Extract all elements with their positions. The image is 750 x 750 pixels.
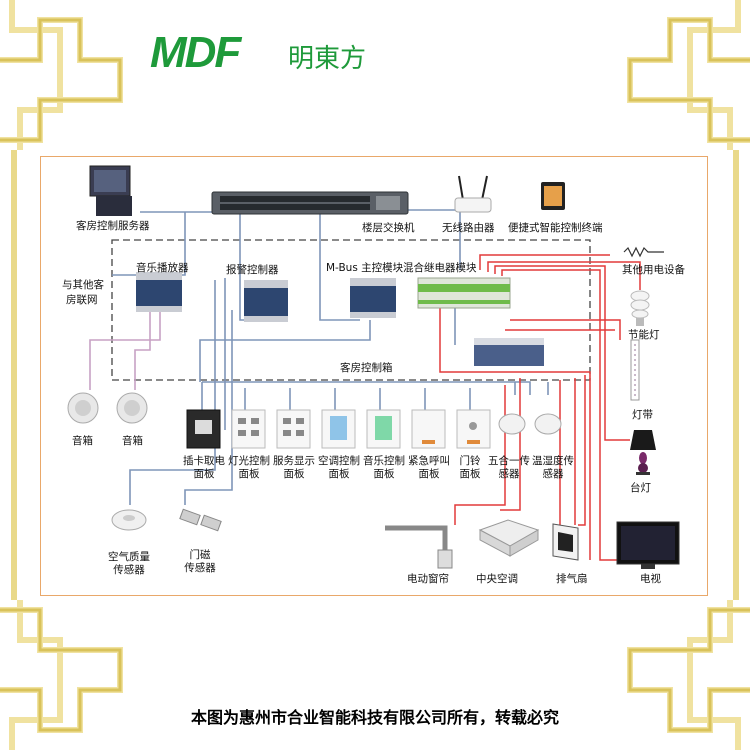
energy-lamp-icon [630,290,650,326]
label-speaker-2: 音箱 [122,435,143,447]
label-terminal: 便捷式智能控制终端 [508,222,603,234]
label-other-devices: 其他用电设备 [622,264,685,276]
audio-wires [89,305,161,390]
label-sensor-5in1: 五合一传感器 [488,455,530,480]
desk-lamp-icon [630,430,656,475]
exhaust-fan-icon [552,523,579,561]
switch-icon [211,191,409,215]
light-strip-icon [630,339,640,401]
label-panel-card: 插卡取电面板 [183,455,225,480]
music-player-icon [136,272,182,312]
door-sensor-icon [179,508,222,532]
label-panel-service: 服务显示面板 [273,455,315,480]
label-panel-emergency: 紧急呼叫面板 [408,455,450,480]
label-other-rooms-1: 与其他客 [62,279,104,291]
label-music-player: 音乐播放器 [136,262,189,274]
label-panel-ac: 空调控制面板 [318,455,360,480]
label-panel-light: 灯光控制面板 [228,455,270,480]
label-door-sensor: 门磁传感器 [184,549,216,574]
label-server: 客房控制服务器 [76,220,150,232]
curtain-motor-icon [385,525,453,569]
label-relay: 混合继电器模块 [403,262,477,274]
control-box-outline [111,239,591,381]
label-air-sensor: 空气质量传感器 [108,551,150,576]
label-sensor-temp: 温湿度传感器 [532,455,574,480]
relay-module-icon [417,277,511,309]
wall-panels [186,409,562,449]
label-other-rooms-2: 房联网 [66,294,98,306]
resistor-icon [623,246,664,258]
label-router: 无线路由器 [442,222,495,234]
central-ac-icon [478,519,540,557]
label-light-strip: 灯带 [632,409,653,421]
label-central-ac: 中央空调 [476,573,518,585]
router-icon [454,175,492,213]
label-curtain: 电动窗帘 [407,573,449,585]
tablet-icon [541,182,565,210]
label-switch: 楼层交换机 [362,222,415,234]
label-speaker-1: 音箱 [72,435,93,447]
speaker-1-icon [67,392,99,424]
data-wires [112,209,549,505]
label-alarm-controller: 报警控制器 [226,264,279,276]
label-mbus: M-Bus 主控模块 [326,262,404,274]
label-tv: 电视 [640,573,661,585]
power-wires [439,254,641,561]
air-sensor-icon [111,509,147,531]
relay-module-2-icon [474,338,544,366]
label-control-box: 客房控制箱 [340,362,393,374]
speaker-2-icon [116,392,148,424]
copyright-footer: 本图为惠州市合业智能科技有限公司所有，转载必究 [190,708,559,727]
brand-logo: MDF [150,28,241,77]
label-exhaust-fan: 排气扇 [556,573,588,585]
diagram-panel [40,156,708,596]
server-icon [89,165,132,216]
label-panel-doorbell: 门铃面板 [459,455,481,480]
label-energy-lamp: 节能灯 [628,329,660,341]
tv-icon [616,521,680,569]
label-desk-lamp: 台灯 [630,482,651,494]
mbus-module-icon [350,278,396,318]
alarm-controller-icon [244,280,288,322]
brand-name: 明東方 [288,44,367,74]
label-panel-music: 音乐控制面板 [363,455,405,480]
